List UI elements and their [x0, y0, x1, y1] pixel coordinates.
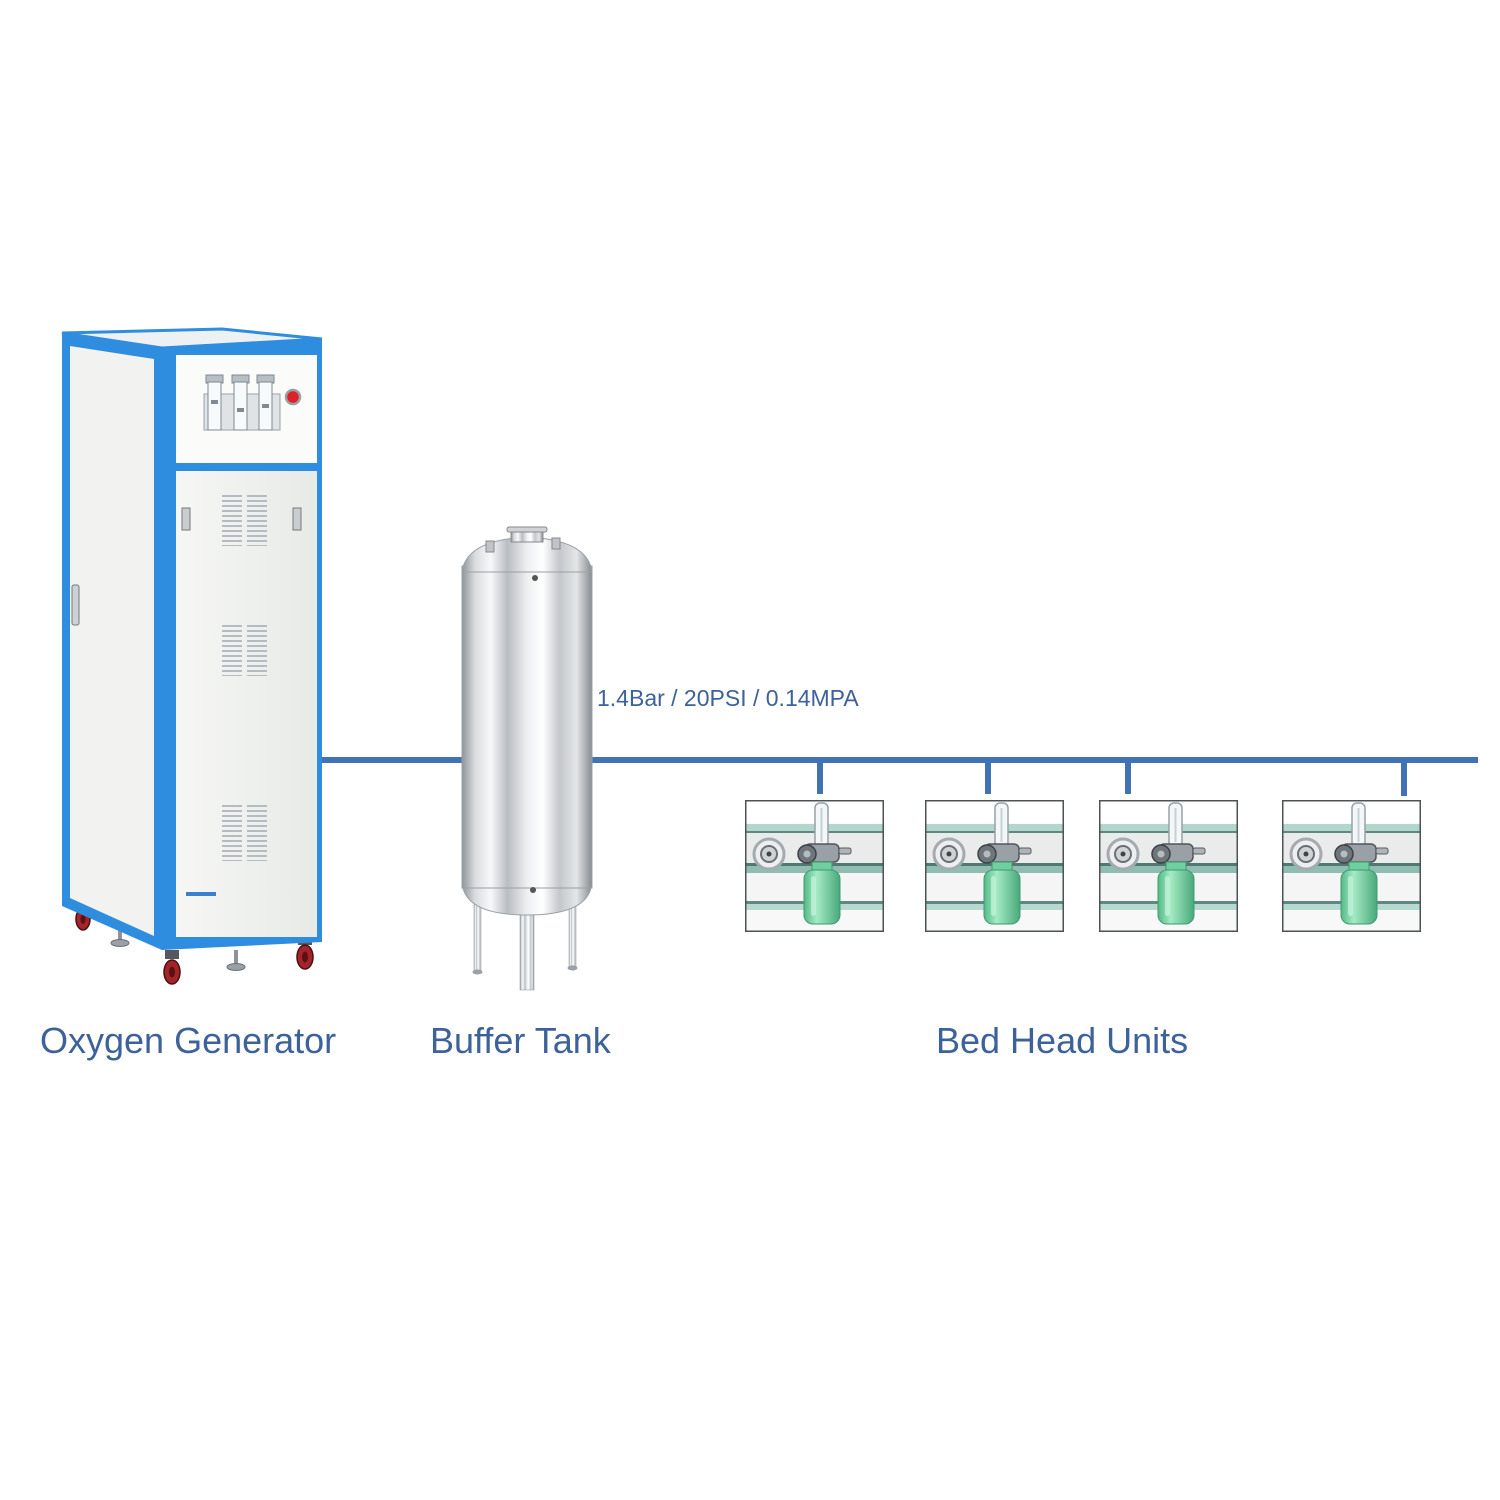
pipe-drop-unit-2: [985, 763, 991, 794]
vent-grille: [222, 803, 267, 861]
bed-head-units-label: Bed Head Units: [936, 1020, 1189, 1061]
oxygen-generator-label: Oxygen Generator: [40, 1020, 337, 1061]
cabinet-side-panel: [70, 346, 154, 936]
door-handle: [181, 507, 191, 531]
tank-body: [461, 565, 593, 889]
flowmeter-icon: [256, 374, 275, 431]
side-door-handle: [71, 584, 80, 626]
flowmeter-bank: [203, 374, 281, 431]
pipe-drop-unit-4: [1401, 763, 1407, 796]
oxygen-generator: [61, 327, 323, 985]
pipe-main-line: [592, 757, 1478, 763]
bed-head-unit-2: [925, 800, 1064, 932]
vent-grille: [222, 494, 267, 546]
oxygen-pipeline: [320, 757, 1478, 796]
cabinet-door: [176, 471, 317, 937]
leveling-foot: [110, 926, 130, 947]
bed-head-unit-3: [1099, 800, 1238, 932]
pipe-generator-to-tank: [320, 757, 462, 763]
bed-head-units: [745, 800, 1421, 932]
vent-grille: [222, 622, 267, 676]
door-handle: [292, 507, 302, 531]
tank-port: [532, 575, 538, 581]
brand-logo-mark: [186, 892, 216, 896]
buffer-tank-label: Buffer Tank: [430, 1020, 611, 1061]
caster-wheel: [163, 950, 181, 985]
tank-top-fitting: [485, 526, 561, 553]
flowmeter-icon: [231, 374, 250, 431]
pipe-drop-unit-1: [817, 763, 823, 794]
flowmeter-icon: [205, 374, 224, 431]
bed-head-unit-4: [1282, 800, 1421, 932]
pipe-drop-unit-3: [1125, 763, 1131, 794]
leveling-foot: [226, 950, 246, 971]
tank-port: [530, 887, 536, 893]
pipe-pressure-label: 1.4Bar / 20PSI / 0.14MPA: [597, 685, 859, 711]
buffer-tank: [461, 526, 593, 991]
emergency-stop-button-icon: [284, 388, 302, 406]
bed-head-unit-1: [745, 800, 884, 932]
tank-bottom-dome: [461, 879, 593, 916]
